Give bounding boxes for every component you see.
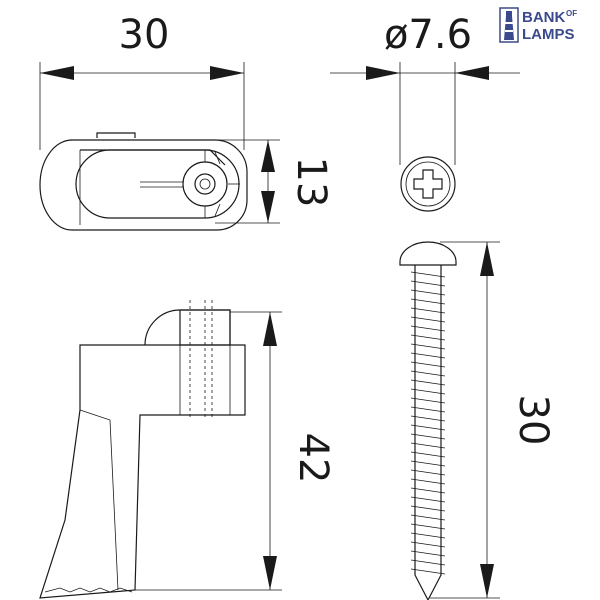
top-height-label: 13 — [288, 157, 334, 208]
clip-top-view — [39, 62, 280, 231]
lighthouse-icon — [499, 7, 519, 43]
screw-side-view — [399, 241, 500, 600]
side-height-label: 42 — [290, 433, 336, 484]
logo-line2: LAMPS — [522, 26, 575, 43]
screw-head-view — [330, 62, 520, 212]
clip-side-view — [39, 300, 282, 599]
logo-line1-small: OF — [566, 9, 577, 18]
top-width-label: 30 — [119, 12, 170, 58]
logo-line1: BANK — [522, 9, 565, 26]
diameter-label: ø7.6 — [384, 12, 472, 58]
bank-of-lamps-logo: BANK OF LAMPS — [499, 7, 577, 43]
screw-length-label: 30 — [510, 395, 556, 446]
